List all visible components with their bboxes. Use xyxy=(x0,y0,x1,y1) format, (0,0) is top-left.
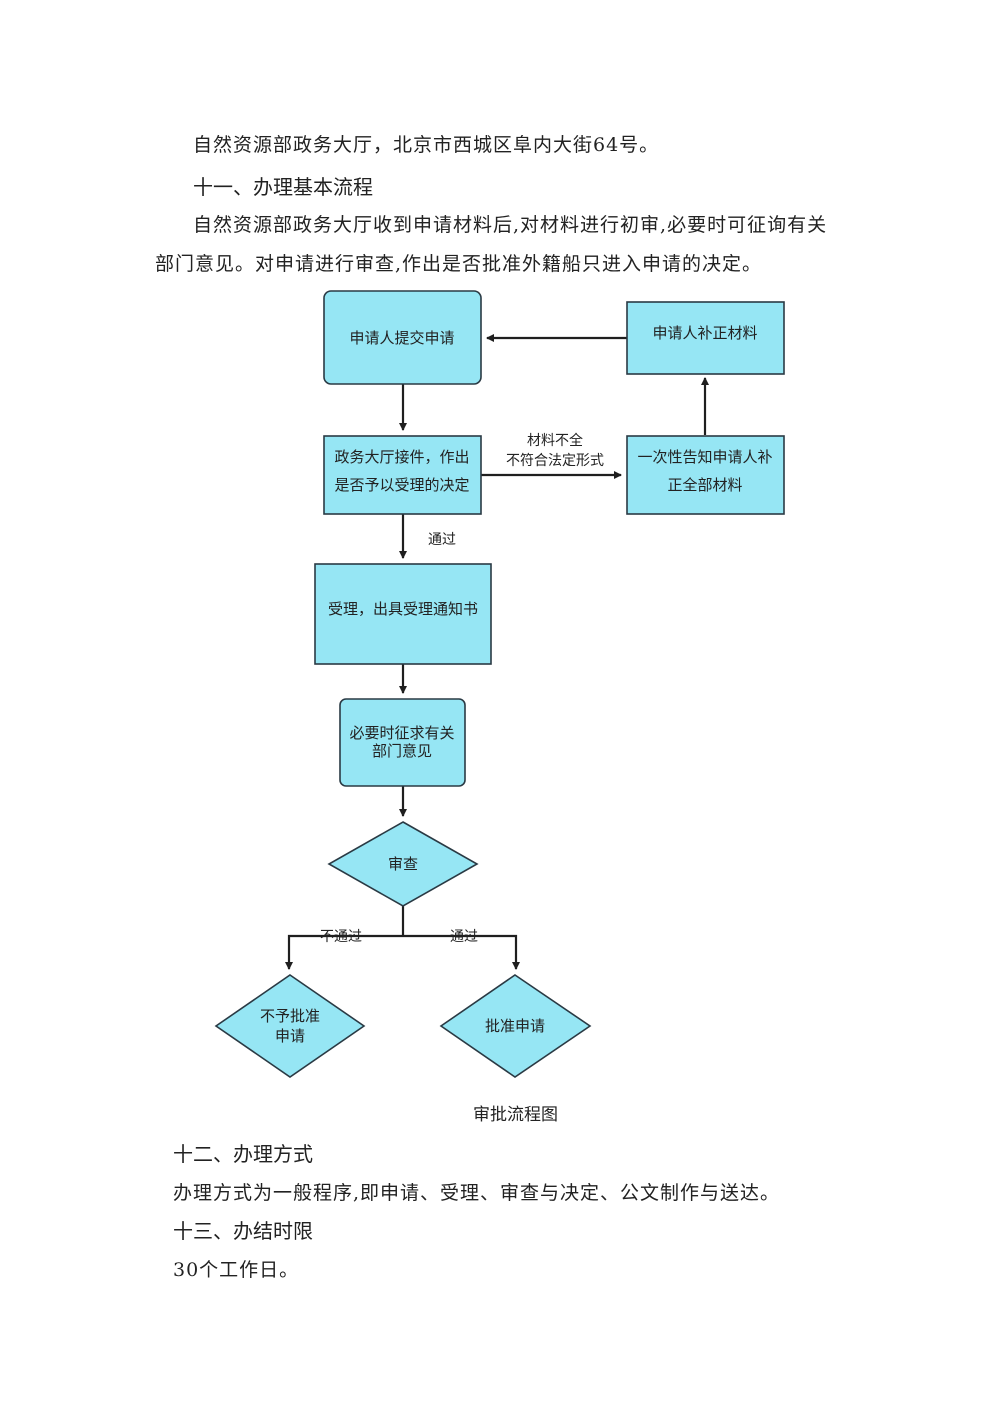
node-hall-label-line-1: 政务大厅接件，作出 xyxy=(334,448,469,466)
node-notice-label-line-1: 一次性告知申请人补 xyxy=(637,448,772,466)
node-one-time-notice xyxy=(626,435,785,515)
node-supplement-label: 申请人补正材料 xyxy=(652,324,757,342)
node-review-diamond xyxy=(327,821,479,907)
section-13-heading: 十三、办结时限 xyxy=(173,1219,313,1243)
edge-label-pass: 通过 xyxy=(450,929,478,945)
edge-label-incomplete-line-1: 材料不全 xyxy=(527,432,583,449)
section-11-heading: 十一、办理基本流程 xyxy=(193,175,373,199)
edge-label-fail: 不通过 xyxy=(320,929,362,945)
section-12-text: 办理方式为一般程序,即申请、受理、审查与决定、公文制作与送达。 xyxy=(173,1182,781,1204)
address-line: 自然资源部政务大厅，北京市西城区阜内大街64号。 xyxy=(193,134,660,156)
node-approve-label: 批准申请 xyxy=(485,1017,545,1035)
node-reject-label-line-2: 申请 xyxy=(275,1027,305,1045)
node-review-label: 审查 xyxy=(388,855,418,873)
edge-label-incomplete-line-2: 不符合法定形式 xyxy=(506,453,604,469)
edge-label-pass-accept: 通过 xyxy=(428,532,456,548)
section-12-heading: 十二、办理方式 xyxy=(173,1142,313,1166)
section-13-text: 30个工作日。 xyxy=(173,1259,300,1281)
edge-review-to-reject xyxy=(285,934,403,970)
node-submit-application xyxy=(323,290,482,385)
section-11-paragraph-line-1: 自然资源部政务大厅收到申请材料后,对材料进行初审,必要时可征询有关 xyxy=(193,214,828,236)
node-accept-notice xyxy=(314,563,492,665)
node-consult-label-line-2: 部门意见 xyxy=(372,742,432,760)
node-consult-departments xyxy=(339,698,466,787)
section-11-paragraph-line-2: 部门意见。对申请进行审查,作出是否批准外籍船只进入申请的决定。 xyxy=(155,253,763,275)
node-approve-diamond xyxy=(439,974,592,1078)
node-submit-label: 申请人提交申请 xyxy=(349,329,454,347)
node-hall-label-line-2: 是否予以受理的决定 xyxy=(334,476,469,494)
node-hall-receive xyxy=(323,435,482,515)
node-reject-label-line-1: 不予批准 xyxy=(260,1007,320,1025)
node-consult-label-line-1: 必要时征求有关 xyxy=(349,724,454,742)
node-reject-diamond xyxy=(214,974,366,1078)
edge-review-to-approve xyxy=(403,934,520,970)
node-notice-label-line-2: 正全部材料 xyxy=(667,476,742,494)
flowchart-caption: 审批流程图 xyxy=(473,1105,558,1125)
node-supplement-materials xyxy=(626,301,785,375)
node-accept-label: 受理，出具受理通知书 xyxy=(328,600,478,618)
